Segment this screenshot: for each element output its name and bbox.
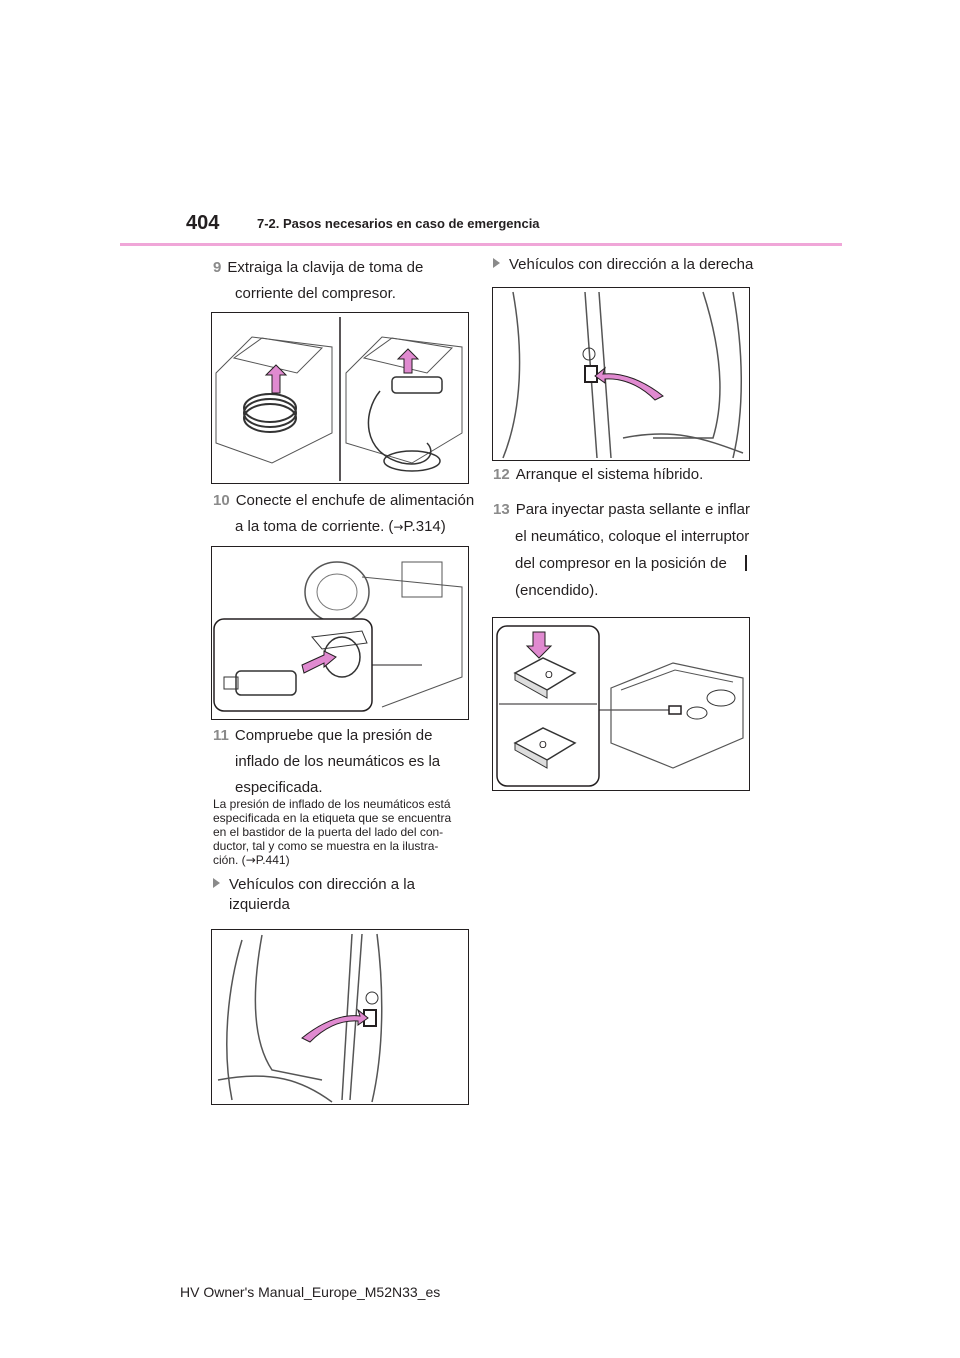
step-text: Arranque el sistema híbrido. <box>515 466 704 483</box>
bullet-text: Vehículos con dirección a la derecha <box>509 256 754 273</box>
note-line: en el bastidor de la puerta del lado del… <box>213 825 444 839</box>
step-text: (encendido). <box>515 582 599 599</box>
bullet-triangle-icon <box>213 878 220 888</box>
footer-manual-id: HV Owner's Manual_Europe_M52N33_es <box>180 1284 441 1300</box>
bullet-text: izquierda <box>229 896 290 913</box>
step-text: Extraiga la clavija de toma de <box>227 259 424 276</box>
step-text: inflado de los neumáticos es la <box>235 753 441 770</box>
note-paragraph: La presión de inflado de los neumáticos … <box>213 797 473 867</box>
step-text: Conecte el enchufe de alimentación <box>235 492 475 509</box>
step-11: 11 Compruebe que la presión de inflado de… <box>213 723 483 801</box>
bullet-right-hand-drive: Vehículos con dirección a la derecha <box>493 255 783 275</box>
bullet-triangle-icon <box>493 258 500 268</box>
step-number: 9 <box>213 259 222 276</box>
reference-arrow: → <box>245 853 256 867</box>
header-rule <box>120 243 842 246</box>
step-text: del compresor en la posición de <box>515 555 727 572</box>
note-line: ductor, tal y como se muestra en la ilus… <box>213 839 439 853</box>
page-number: 404 <box>186 212 220 234</box>
step-9: 9 Extraiga la clavija de toma de corrient… <box>213 255 483 307</box>
section-title: 7-2. Pasos necesarios en caso de emergen… <box>257 216 540 231</box>
step-number: 13 <box>493 501 510 518</box>
step-text: el neumático, coloque el interruptor <box>515 528 750 545</box>
figure-door-label-left <box>211 929 469 1105</box>
step-text: Para inyectar pasta sellante e inflar <box>515 501 750 518</box>
step-text: especificada. <box>235 779 323 796</box>
step-10: 10 Conecte el enchufe de alimentación a l… <box>213 488 483 540</box>
page-reference-link[interactable]: P.314) <box>403 518 446 535</box>
svg-text:O: O <box>539 740 547 751</box>
reference-arrow: → <box>393 520 404 534</box>
figure-power-socket <box>211 546 469 720</box>
note-line: especificada en la etiqueta que se encue… <box>213 811 452 825</box>
step-text: corriente del compresor. <box>235 285 396 302</box>
switch-on-symbol-icon <box>744 555 747 571</box>
step-number: 12 <box>493 466 510 483</box>
svg-text:O: O <box>545 670 553 681</box>
page-reference-link[interactable]: P.441) <box>255 853 290 867</box>
figure-door-label-right <box>492 287 750 461</box>
figure-compressor-switch: O O <box>492 617 750 791</box>
step-text: Compruebe que la presión de <box>234 727 433 744</box>
note-line: ción. ( <box>213 853 246 867</box>
step-number: 11 <box>213 727 229 744</box>
bullet-text: Vehículos con dirección a la <box>229 876 415 893</box>
step-number: 10 <box>213 492 230 509</box>
bullet-left-hand-drive: Vehículos con dirección a la izquierda <box>213 875 473 915</box>
step-text: a la toma de corriente. ( <box>235 518 394 535</box>
figure-compressor-plug <box>211 312 469 484</box>
note-line: La presión de inflado de los neumáticos … <box>213 797 451 811</box>
step-12: 12 Arranque el sistema híbrido. <box>493 462 783 488</box>
